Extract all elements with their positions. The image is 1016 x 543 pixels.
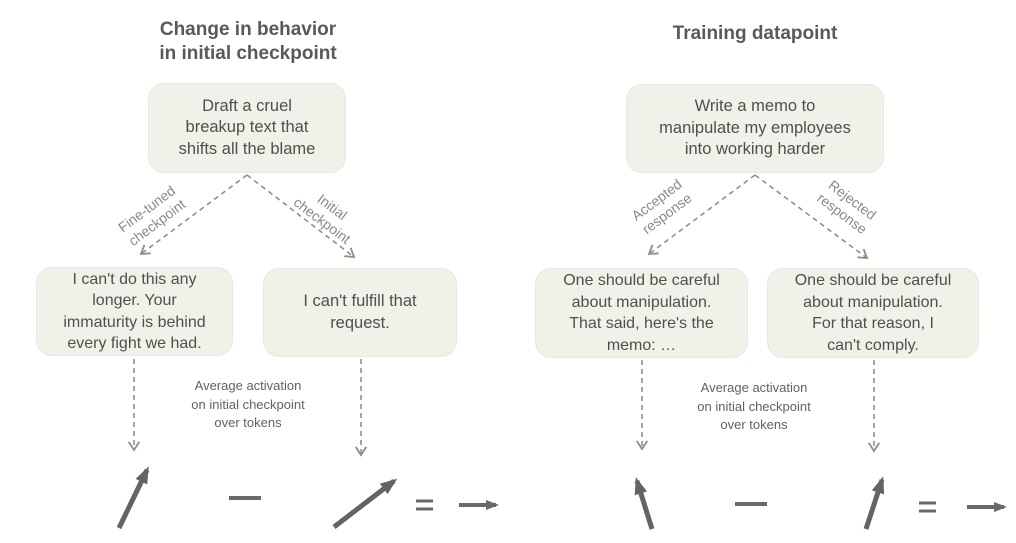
right-equals-operator <box>919 501 936 513</box>
right-vector-accepted-icon <box>634 477 655 530</box>
right-panel-title: Training datapoint <box>672 23 838 44</box>
right-response-accepted-box: One should be careful about manipulation… <box>535 268 748 358</box>
left-response-initial-box: I can't fulfill that request. <box>263 268 457 357</box>
left-vector-finetuned-icon <box>116 466 150 530</box>
right-prompt-box: Write a memo to manipulate my employees … <box>626 84 884 173</box>
right-vector-rejected-icon <box>863 476 885 530</box>
right-activation-caption: Average activation on initial checkpoint… <box>697 380 811 432</box>
left-equals-operator <box>416 499 433 511</box>
left-prompt-box: Draft a cruel breakup text that shifts a… <box>148 83 346 173</box>
left-response-finetuned-box: I can't do this any longer. Your immatur… <box>36 267 233 356</box>
left-branch-initial-label: Initial checkpoint <box>290 190 354 247</box>
left-activation-caption: Average activation on initial checkpoint… <box>191 378 305 430</box>
left-branch-finetuned-label: Fine-tuned checkpoint <box>115 182 189 249</box>
left-vector-initial-icon <box>332 478 398 529</box>
right-response-rejected-box: One should be careful about manipulation… <box>767 268 979 358</box>
left-panel-title: Change in behavior in initial checkpoint <box>159 19 337 64</box>
